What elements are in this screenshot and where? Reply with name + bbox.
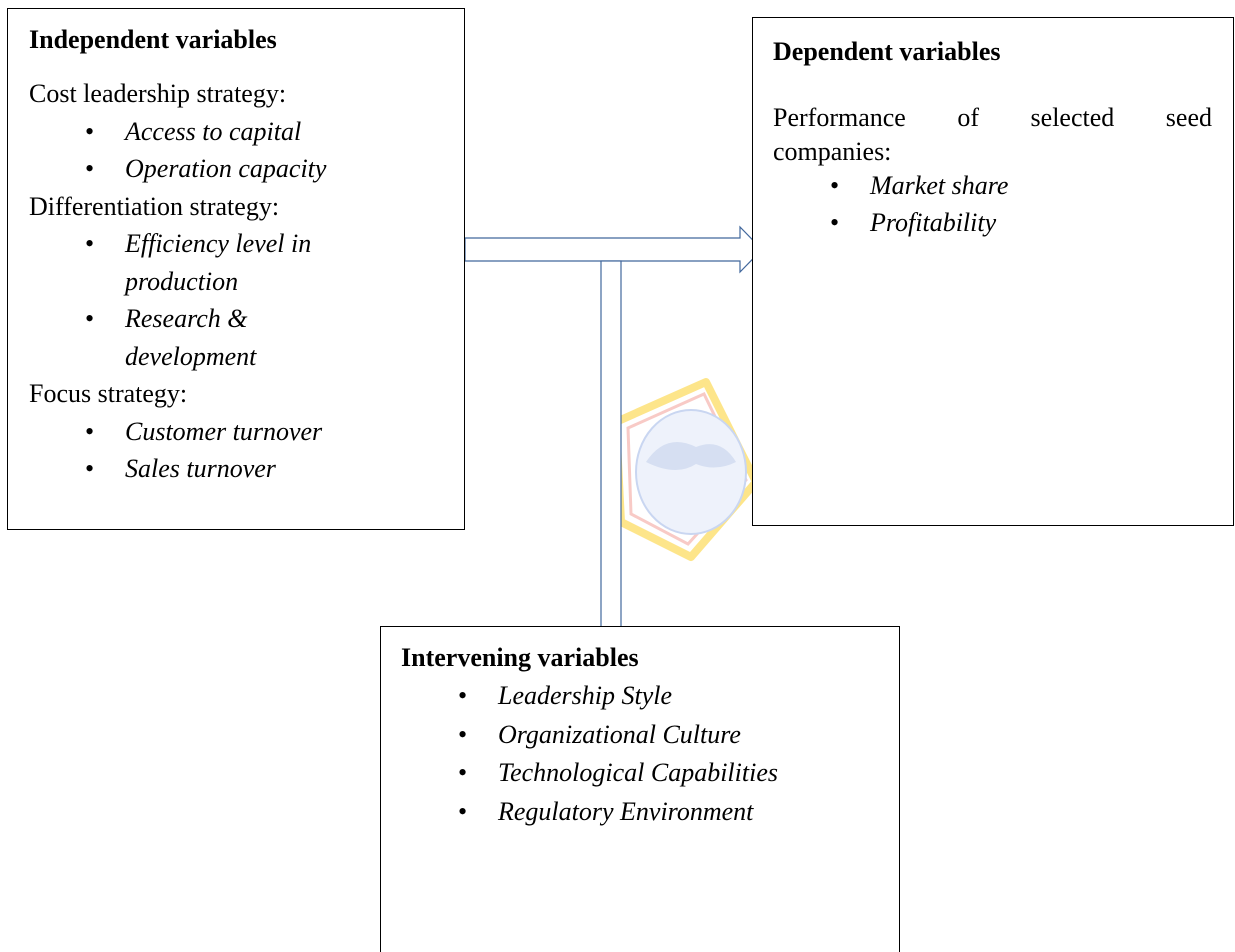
list-item: Leadership Style: [458, 677, 899, 716]
cost-leadership-list: Access to capital Operation capacity: [29, 113, 464, 188]
intervening-title: Intervening variables: [401, 643, 639, 672]
group-label-cost-leadership: Cost leadership strategy:: [29, 79, 287, 108]
list-item: Efficiency level in production: [85, 225, 464, 300]
list-item: Profitability: [830, 204, 1212, 242]
dependent-variables-box: Dependent variables Performance of selec…: [752, 17, 1234, 526]
list-item: Operation capacity: [85, 150, 464, 188]
connector-intervening-bar: [600, 260, 622, 634]
dependent-description-line1: Performance of selected seed: [773, 103, 1212, 132]
focus-list: Customer turnover Sales turnover: [29, 413, 464, 488]
list-item: Customer turnover: [85, 413, 464, 451]
list-item: Organizational Culture: [458, 716, 899, 755]
differentiation-list: Efficiency level in production Research …: [29, 225, 464, 375]
arrow-independent-to-dependent: [464, 225, 763, 274]
dependent-description-line2: companies:: [773, 136, 892, 166]
intervening-list: Leadership Style Organizational Culture …: [401, 677, 899, 831]
group-label-differentiation: Differentiation strategy:: [29, 191, 280, 221]
list-item: Sales turnover: [85, 450, 464, 488]
group-label-focus: Focus strategy:: [29, 379, 188, 408]
list-item: Technological Capabilities: [458, 754, 899, 793]
list-item: Regulatory Environment: [458, 793, 899, 832]
independent-title: Independent variables: [29, 25, 277, 54]
dependent-title: Dependent variables: [773, 37, 1001, 66]
dependent-list: Market share Profitability: [773, 167, 1212, 242]
independent-variables-box: Independent variables Cost leadership st…: [7, 8, 465, 530]
intervening-variables-box: Intervening variables Leadership Style O…: [380, 626, 900, 952]
list-item: Market share: [830, 167, 1212, 205]
list-item: Research & development: [85, 300, 464, 375]
list-item: Access to capital: [85, 113, 464, 151]
